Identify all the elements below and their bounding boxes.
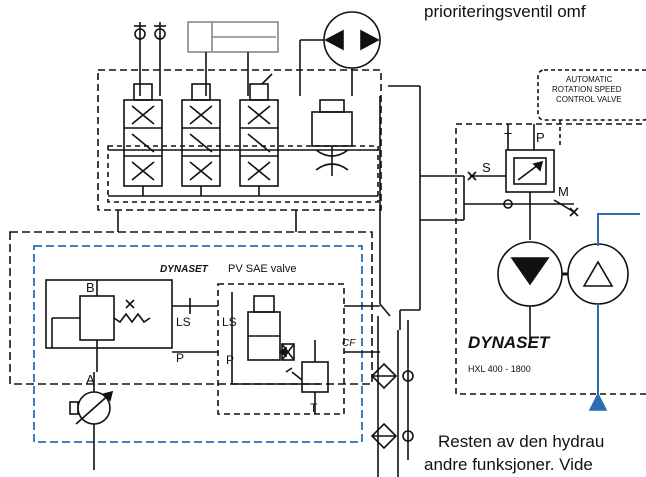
blue-supply-line: [597, 213, 640, 246]
auto-label-line1: AUTOMATIC: [566, 75, 613, 84]
port-A: A: [86, 372, 95, 387]
footer-line-1: Resten av den hydrau: [438, 432, 605, 451]
port-P-right: P: [226, 353, 234, 367]
directional-valve-1: [123, 83, 163, 196]
secondary-pump-symbol: [562, 243, 629, 305]
valve-bank-enclosure: [97, 69, 382, 211]
header-text: prioriteringsventil omf: [424, 2, 586, 21]
port-S: S: [482, 160, 491, 175]
pv-valve-enclosure: [33, 245, 363, 443]
directional-valve-3: [239, 73, 279, 196]
automatic-valve-label: AUTOMATIC ROTATION SPEED CONTROL VALVE: [552, 75, 622, 104]
speed-control-valve: [505, 124, 555, 193]
ls-valve-enclosure: [217, 283, 345, 415]
ls-spool: [231, 292, 320, 385]
valve-bank-inner: [107, 145, 379, 203]
top-motor-symbol: [299, 11, 381, 96]
port-T: T: [504, 130, 512, 145]
pv-brand: DYNASET: [160, 264, 209, 275]
check-and-relief-valve: [281, 340, 329, 414]
top-left-fittings: [134, 22, 166, 96]
port-LS-right: LS: [222, 315, 237, 329]
filter-2: [370, 422, 414, 450]
port-B: B: [86, 280, 95, 295]
auto-label-line2: ROTATION SPEED: [552, 85, 622, 94]
flow-control-block: [311, 99, 353, 176]
filter-1: [370, 362, 414, 390]
hydraulic-motor-symbol: [497, 241, 563, 340]
port-P-left: P: [176, 351, 184, 365]
hxl-enclosure: [455, 123, 646, 395]
hxl-brand: DYNASET: [468, 333, 551, 352]
pv-valve-caption: DYNASET PV SAE valve: [160, 263, 296, 275]
auto-label-line3: CONTROL VALVE: [556, 95, 622, 104]
port-CF: CF: [342, 338, 356, 349]
outer-dashed-enclosure: [9, 231, 373, 385]
hxl-caption: DYNASET HXL 400 - 1800: [468, 333, 551, 374]
port-labels: T P S M B A LS LS P P T CF: [86, 130, 569, 415]
priority-valve-block: [45, 279, 173, 372]
auto-valve-callout-box: [537, 69, 646, 121]
pv-name: PV SAE valve: [228, 263, 296, 275]
port-T-bottom: T: [310, 401, 318, 415]
cylinder-symbol: [187, 21, 279, 96]
port-LS-left: LS: [176, 315, 191, 329]
directional-valve-2: [181, 83, 221, 196]
footer-line-2: andre funksjoner. Vide: [424, 455, 593, 474]
main-pump-symbol: [69, 372, 114, 470]
port-P: P: [536, 130, 545, 145]
hxl-model: HXL 400 - 1800: [468, 364, 531, 374]
port-M: M: [558, 184, 569, 199]
blue-arrow: [588, 392, 608, 411]
